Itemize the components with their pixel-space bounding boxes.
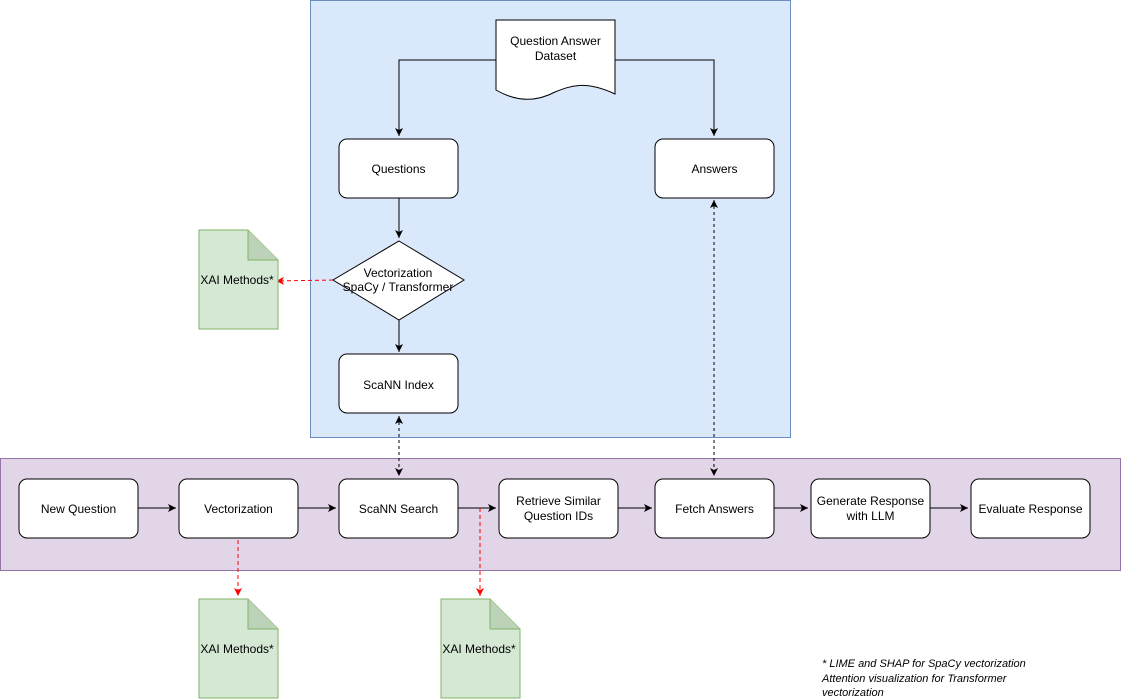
evaluate-label: Evaluate Response [978, 502, 1082, 516]
xai-top-label: XAI Methods* [200, 273, 274, 287]
pipeline-vectorization-node: Vectorization [178, 478, 299, 539]
generate-label-1: Generate Response [817, 494, 925, 508]
generate-label-2: with LLM [845, 509, 894, 523]
new-question-label: New Question [41, 502, 116, 516]
evaluate-response-node: Evaluate Response [970, 478, 1091, 539]
fetch-answers-label: Fetch Answers [675, 502, 754, 516]
xai-bottom-right-label: XAI Methods* [442, 642, 516, 656]
dataset-label-2: Dataset [535, 49, 577, 63]
footnote: * LIME and SHAP for SpaCy vectorization … [821, 658, 1026, 699]
scann-search-node: ScaNN Search [338, 478, 459, 539]
vectorization-label-2: SpaCy / Transformer [343, 280, 454, 294]
retrieve-label-2: Question IDs [524, 509, 593, 523]
answers-node: Answers [654, 138, 775, 199]
vectorization-label-1: Vectorization [364, 266, 433, 280]
questions-node: Questions [338, 138, 459, 199]
retrieve-ids-node: Retrieve Similar Question IDs [498, 478, 619, 539]
scann-index-label: ScaNN Index [363, 378, 434, 392]
xai-bottom-left-label: XAI Methods* [200, 642, 274, 656]
pipeline-vectorization-label: Vectorization [204, 502, 273, 516]
questions-label: Questions [371, 162, 425, 176]
arrow-dataset-to-questions [395, 59, 496, 136]
xai-methods-bottom-left-node: XAI Methods* [198, 598, 279, 699]
dataset-node: Question Answer Dataset [495, 19, 616, 100]
footnote-line-2: Attention visualization for Transformer [821, 673, 1008, 685]
xai-methods-top-node: XAI Methods* [198, 229, 279, 330]
dataset-label-1: Question Answer [510, 34, 601, 48]
fetch-answers-node: Fetch Answers [654, 478, 775, 539]
scann-search-label: ScaNN Search [359, 502, 438, 516]
arrow-vectorization-to-xai-top [275, 276, 334, 285]
scann-index-node: ScaNN Index [338, 353, 459, 414]
xai-methods-bottom-right-node: XAI Methods* [440, 598, 521, 699]
arrow-dataset-to-answers [615, 59, 718, 136]
footnote-line-3: vectorization [822, 687, 884, 699]
new-question-node: New Question [18, 478, 139, 539]
generate-response-node: Generate Response with LLM [810, 478, 931, 539]
vectorization-decision-node: Vectorization SpaCy / Transformer [332, 240, 465, 321]
retrieve-label-1: Retrieve Similar [516, 494, 601, 508]
answers-label: Answers [691, 162, 737, 176]
footnote-line-1: * LIME and SHAP for SpaCy vectorization [822, 658, 1026, 670]
